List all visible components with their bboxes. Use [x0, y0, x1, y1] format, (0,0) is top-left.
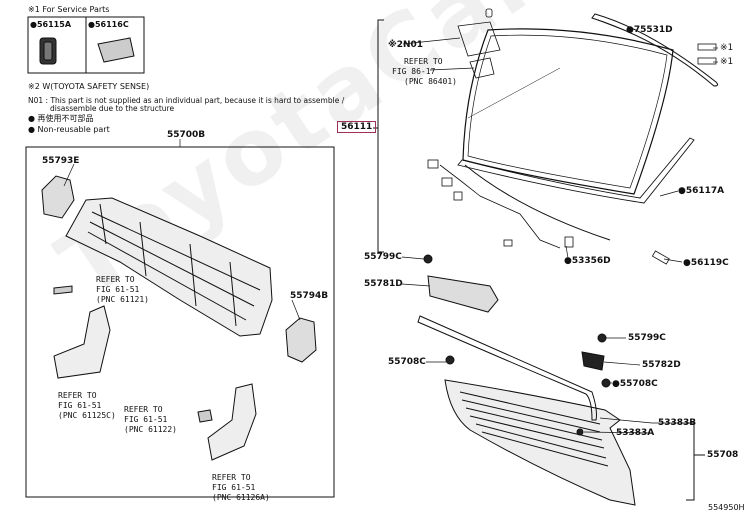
safety-sense-note: ※2 W(TOYOTA SAFETY SENSE)	[28, 82, 150, 91]
n01-note-line2: disassemble due to the structure	[50, 104, 175, 113]
ref-61125c-line3: (PNC 61125C)	[58, 411, 116, 420]
label-55708: 55708	[707, 450, 739, 460]
label-53383a: 53383A	[616, 428, 655, 438]
label-55781d: 55781D	[364, 279, 403, 289]
label-56119c: ●56119C	[683, 258, 729, 268]
n01-note-line1: N01 : This part is not supplied as an in…	[28, 96, 345, 105]
non-reusable-jp: ● 再使用不可部品	[28, 114, 94, 123]
ref-61126a-line3: (PNC 61126A)	[212, 493, 270, 502]
windshield-glass	[462, 28, 674, 195]
service-part-box-b	[85, 16, 145, 74]
label-55708c-a: 55708C	[388, 357, 426, 367]
label-n01: ※2N01	[388, 40, 424, 50]
label-55782d: 55782D	[642, 360, 681, 370]
ref-61122-line2: FIG 61-51	[124, 415, 168, 424]
label-53383b: 53383B	[658, 418, 697, 428]
service-parts-title: ※1 For Service Parts	[28, 5, 110, 14]
label-55708c-b: ●55708C	[612, 379, 658, 389]
part-56115a: ●56115A	[30, 20, 72, 29]
label-55799c-a: 55799C	[364, 252, 402, 262]
ref-86401-line3: (PNC 86401)	[404, 77, 457, 86]
label-55794b: 55794B	[290, 291, 329, 301]
ref-61125c-line1: REFER TO	[58, 391, 97, 400]
non-reusable-en: ● Non-reusable part	[28, 125, 110, 134]
label-53356d: ●53356D	[564, 256, 611, 266]
molding-75531d	[591, 13, 719, 87]
mark-1b: ※1	[720, 57, 734, 67]
label-75531d: ●75531D	[626, 25, 673, 35]
ref-61125c-line2: FIG 61-51	[58, 401, 102, 410]
label-55793e: 55793E	[42, 156, 80, 166]
label-56111[interactable]: 56111	[337, 121, 377, 133]
ref-86401-line1: REFER TO	[404, 57, 443, 66]
clip-icon	[39, 37, 57, 65]
label-55700b: 55700B	[167, 130, 206, 140]
ref-86401-line2: FIG 86-17	[392, 67, 436, 76]
label-56117a: ●56117A	[678, 186, 725, 196]
ref-61122-line3: (PNC 61122)	[124, 425, 177, 434]
label-55799c-b: 55799C	[628, 333, 666, 343]
part-56116c: ●56116C	[88, 20, 129, 29]
cowl-louver	[444, 379, 636, 506]
ref-61122-line1: REFER TO	[124, 405, 163, 414]
figure-id: 554950H	[708, 503, 745, 512]
pad-icon	[97, 37, 135, 63]
cowl-panel	[65, 197, 273, 337]
ref-61121-line1: REFER TO	[96, 275, 135, 284]
ref-61126a-line1: REFER TO	[212, 473, 251, 482]
ref-61121-line3: (PNC 61121)	[96, 295, 149, 304]
ref-61121-line2: FIG 61-51	[96, 285, 140, 294]
ref-61126a-line2: FIG 61-51	[212, 483, 256, 492]
mark-1a: ※1	[720, 43, 734, 53]
